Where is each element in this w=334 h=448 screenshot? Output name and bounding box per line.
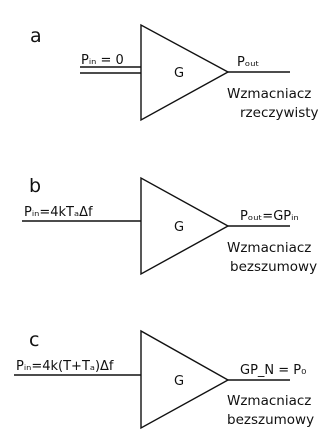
output-label-c: GP_N = P₀ — [240, 363, 306, 378]
input-label-a: Pᵢₙ = 0 — [81, 53, 124, 68]
amplifier-triangle-c — [140, 329, 230, 430]
panel-c: c Pᵢₙ=4k(T+Tₐ)Δf G GP_N = P₀ Wzmacniacz … — [14, 329, 314, 430]
caption-c-line2: bezszumowy — [227, 412, 314, 428]
panel-letter-a: a — [30, 25, 42, 47]
caption-b-line1: Wzmacniacz — [227, 240, 311, 256]
caption-c-line1: Wzmacniacz — [227, 393, 311, 409]
caption-a-line2: rzeczywisty — [240, 105, 319, 121]
gain-label-a: G — [174, 66, 184, 81]
caption-a-line1: Wzmacniacz — [227, 86, 311, 102]
caption-b-line2: bezszumowy — [230, 259, 317, 275]
panel-letter-b: b — [29, 175, 41, 197]
amplifier-triangle-b — [140, 176, 230, 276]
output-label-b: Pₒᵤₜ=GPᵢₙ — [240, 209, 299, 224]
gain-label-c: G — [174, 374, 184, 389]
panel-b: b Pᵢₙ=4kTₐΔf G Pₒᵤₜ=GPᵢₙ Wzmacniacz bezs… — [22, 175, 317, 276]
output-label-a: Pₒᵤₜ — [237, 55, 259, 70]
input-label-c: Pᵢₙ=4k(T+Tₐ)Δf — [16, 359, 114, 374]
input-label-b: Pᵢₙ=4kTₐΔf — [24, 205, 93, 220]
panel-letter-c: c — [29, 329, 39, 351]
gain-label-b: G — [174, 220, 184, 235]
panel-a: a Pᵢₙ = 0 G Pₒᵤₜ Wzmacniacz rzeczywisty — [30, 23, 319, 122]
amplifier-triangle-a — [140, 23, 230, 122]
